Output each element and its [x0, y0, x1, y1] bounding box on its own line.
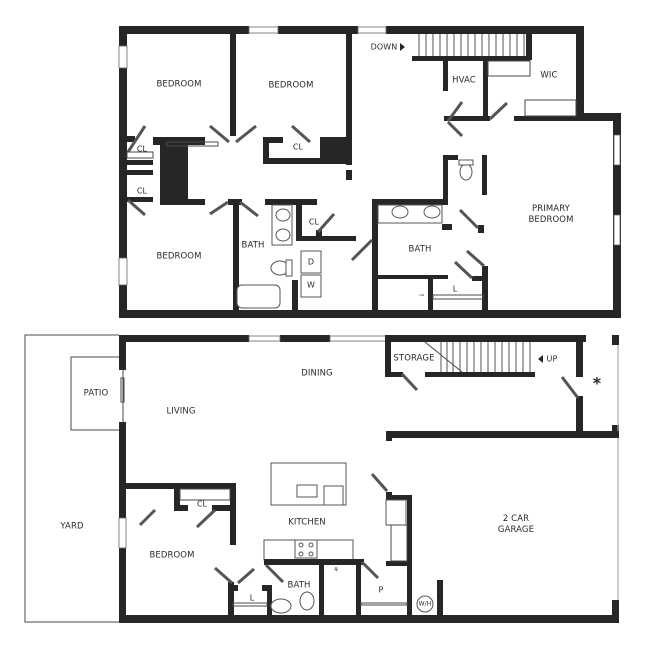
room-label-garage: 2 CAR GARAGE: [497, 514, 535, 535]
svg-text:⚘: ⚘: [333, 566, 339, 574]
room-label-hvac: HVAC: [452, 75, 476, 86]
room-label-closet: CL: [136, 144, 148, 154]
window: [118, 45, 128, 69]
room-label-primary-bedroom: PRIMARY BEDROOM: [528, 204, 574, 225]
room-label-yard: YARD: [60, 521, 84, 532]
upper-floor: ⊸: [118, 26, 621, 318]
window: [357, 26, 387, 34]
room-label-bath: BATH: [241, 240, 265, 251]
window: [329, 335, 387, 342]
room-label-patio: PATIO: [83, 388, 109, 399]
room-label-linen: L: [249, 593, 255, 603]
room-label-wic: WIC: [540, 70, 558, 81]
room-label-closet: CL: [136, 186, 148, 196]
room-label-bedroom: BEDROOM: [149, 550, 195, 561]
arrow-left-icon: [538, 355, 543, 363]
window: [613, 214, 621, 246]
svg-text:⊸: ⊸: [419, 292, 424, 299]
room-label-closet: CL: [196, 499, 208, 509]
window: [613, 134, 621, 166]
room-label-closet: CL: [308, 217, 320, 227]
window: [248, 335, 281, 342]
window: [118, 257, 128, 286]
stairs-down-label: DOWN: [370, 42, 398, 52]
room-label-storage: STORAGE: [393, 353, 435, 364]
room-label-bedroom: BEDROOM: [268, 80, 314, 91]
washer-label: W: [306, 280, 316, 290]
window: [248, 26, 279, 34]
dryer-label: D: [307, 257, 315, 267]
room-label-kitchen: KITCHEN: [288, 517, 326, 528]
room-label-linen: L: [452, 284, 458, 294]
lower-floor: ⚘: [24, 334, 619, 623]
window: [118, 517, 127, 549]
arrow-right-icon: [400, 43, 405, 51]
room-label-bath: BATH: [408, 244, 432, 255]
room-label-dining: DINING: [301, 368, 333, 379]
room-label-living: LIVING: [166, 406, 196, 417]
room-label-pantry: P: [378, 585, 384, 595]
asterisk-marker: *: [592, 373, 602, 393]
room-label-bath: BATH: [287, 580, 311, 591]
water-heater-label: W/H: [418, 600, 432, 608]
room-label-closet: CL: [292, 142, 304, 152]
stairs-up-label: UP: [546, 354, 558, 364]
room-label-bedroom: BEDROOM: [156, 251, 202, 262]
room-label-bedroom: BEDROOM: [156, 79, 202, 90]
